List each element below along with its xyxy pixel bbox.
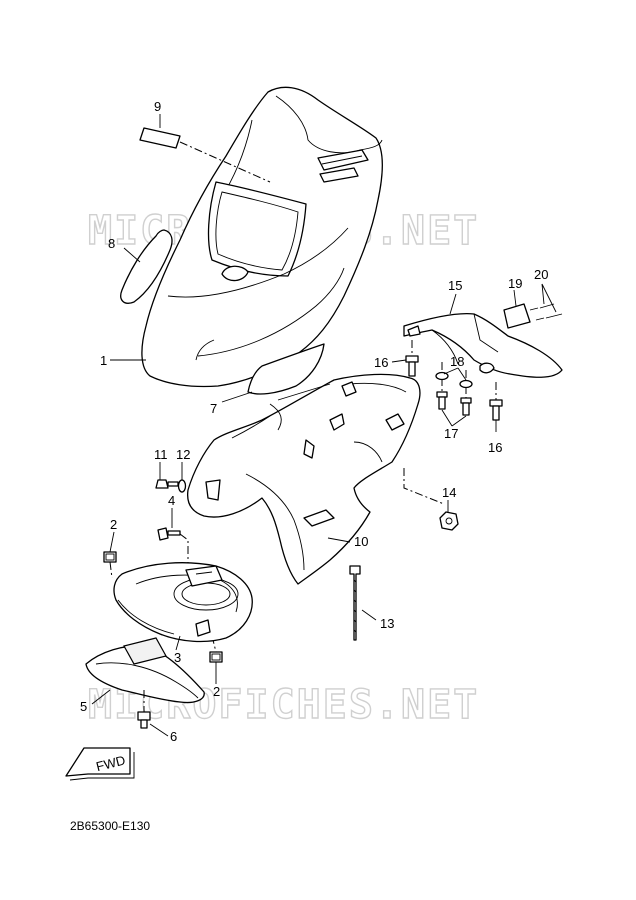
callout-19: 19 [508, 276, 522, 291]
side-decal-part [120, 229, 173, 304]
callout-7: 7 [210, 401, 217, 416]
rear-bracket-part [403, 312, 563, 378]
bolt-16-left-part [405, 340, 419, 377]
bracket-clip-part [205, 479, 221, 501]
callout-12: 12 [176, 447, 190, 462]
screw-11-part [155, 479, 179, 489]
bolt-6-part [137, 690, 151, 729]
callout-20: 20 [534, 267, 548, 282]
cable-tie-13-part [349, 565, 361, 641]
callout-10: 10 [354, 534, 368, 549]
callout-18: 18 [450, 354, 464, 369]
nut-14-part [439, 511, 459, 531]
callout-15: 15 [448, 278, 462, 293]
lower-decal-part [247, 343, 325, 395]
callout-8: 8 [108, 236, 115, 251]
callout-16-right: 16 [488, 440, 502, 455]
bolt-16-right-part [489, 382, 503, 421]
callout-9: 9 [154, 99, 161, 114]
callout-11: 11 [154, 447, 168, 462]
bolts-17-part [436, 362, 472, 416]
diagram-code: 2B65300-E130 [70, 819, 150, 833]
emblem-dash-line [179, 141, 271, 183]
lower-bracket-3-part [113, 562, 253, 643]
fwd-arrow: FWD [65, 747, 135, 781]
callout-2-lower: 2 [213, 684, 220, 699]
panel-14-dash-line [403, 468, 445, 505]
inner-panel-part [186, 373, 421, 585]
callout-6: 6 [170, 729, 177, 744]
callout-labels: 1 2 2 3 4 5 6 7 8 9 10 11 12 13 14 15 16… [80, 99, 548, 744]
callout-2-upper: 2 [110, 517, 117, 532]
callout-1: 1 [100, 353, 107, 368]
front-cover-part [141, 86, 383, 388]
callout-4: 4 [168, 493, 175, 508]
screws-20-part [529, 303, 563, 321]
washer-12-part [177, 479, 187, 493]
callout-13: 13 [380, 616, 394, 631]
clip-plate-part [503, 303, 531, 329]
callout-3: 3 [174, 650, 181, 665]
callout-16-left: 16 [374, 355, 388, 370]
leader-lines [91, 114, 557, 737]
washers-18-part [435, 371, 473, 389]
screw-4-part [157, 527, 189, 566]
callout-17: 17 [444, 426, 458, 441]
callout-5: 5 [80, 699, 87, 714]
emblem-strip-part [139, 127, 181, 149]
nut-2-upper-part [103, 551, 117, 579]
callout-14: 14 [442, 485, 456, 500]
guard-plate-5-part [85, 637, 205, 704]
fwd-label: FWD [94, 752, 126, 774]
